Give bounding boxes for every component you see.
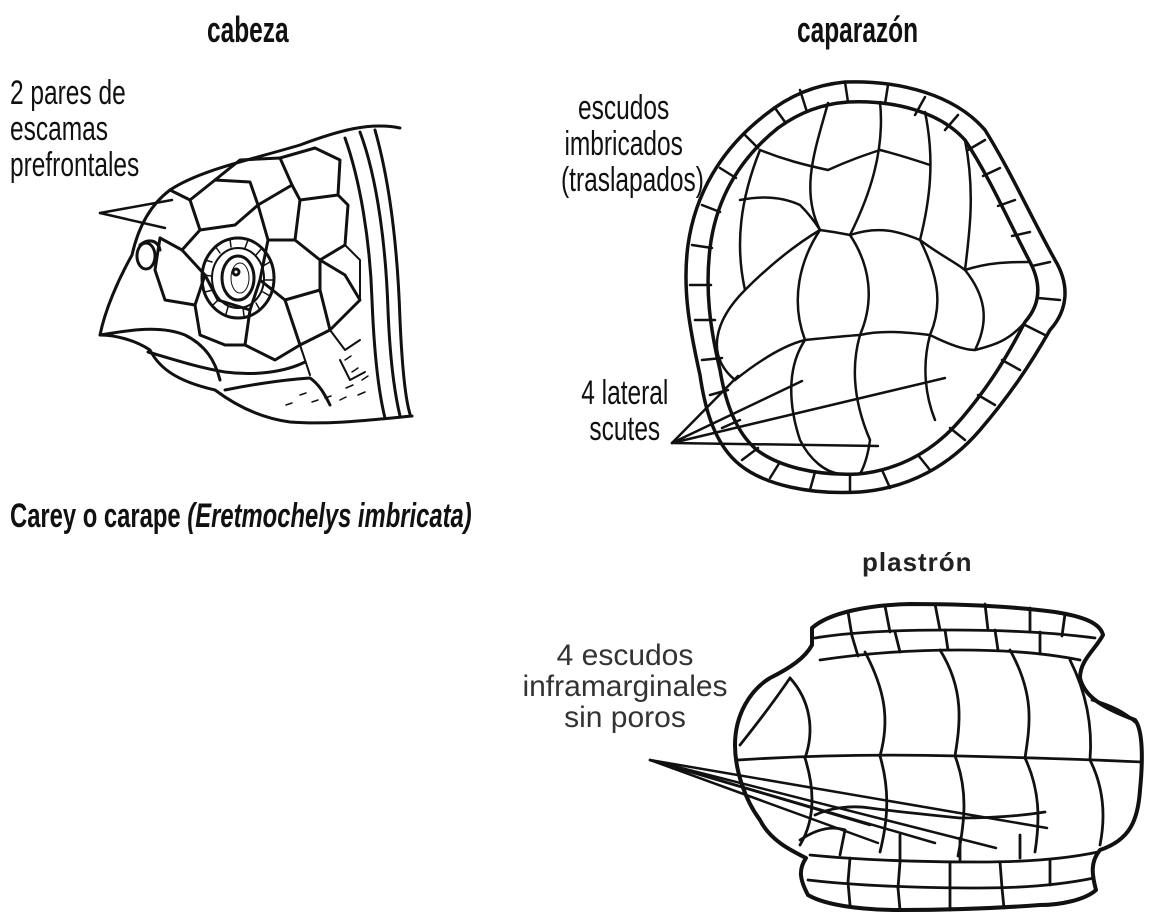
species-scientific-name: (Eretmochelys imbricata) [187,497,471,535]
species-title: Carey o carape (Eretmochelys imbricata) [10,497,472,536]
inframarginal-label: 4 escudos inframarginales sin poros [490,640,760,733]
carapace-title: caparazón [797,9,918,51]
head-title: cabeza [207,9,289,51]
lateral-label-line: 4 lateral [578,375,672,411]
lateral-label-line: scutes [578,411,672,447]
prefrontal-label-line: prefrontales [10,147,139,183]
prefrontal-label-line: escamas [10,111,139,147]
imbricated-scutes-label: escudos imbricados (traslapados) [561,90,686,198]
imbricated-label-line: escudos [561,90,686,126]
inframarginal-pointer-a [650,760,878,843]
lateral-scutes-label: 4 lateral scutes [578,375,672,447]
species-common-name: Carey o carape [10,497,181,535]
imbricated-label-line: (traslapados) [561,162,686,198]
prefrontal-label-line: 2 pares de [10,75,139,111]
inframarginal-label-line: 4 escudos [490,640,760,671]
prefrontal-label: 2 pares de escamas prefrontales [10,75,139,183]
imbricated-label-line: imbricados [561,126,686,162]
inframarginal-label-line: inframarginales [490,671,760,702]
inframarginal-label-line: sin poros [490,702,760,733]
inframarginal-pointer-c [650,760,996,848]
plastron-title: plastrón [862,547,973,578]
